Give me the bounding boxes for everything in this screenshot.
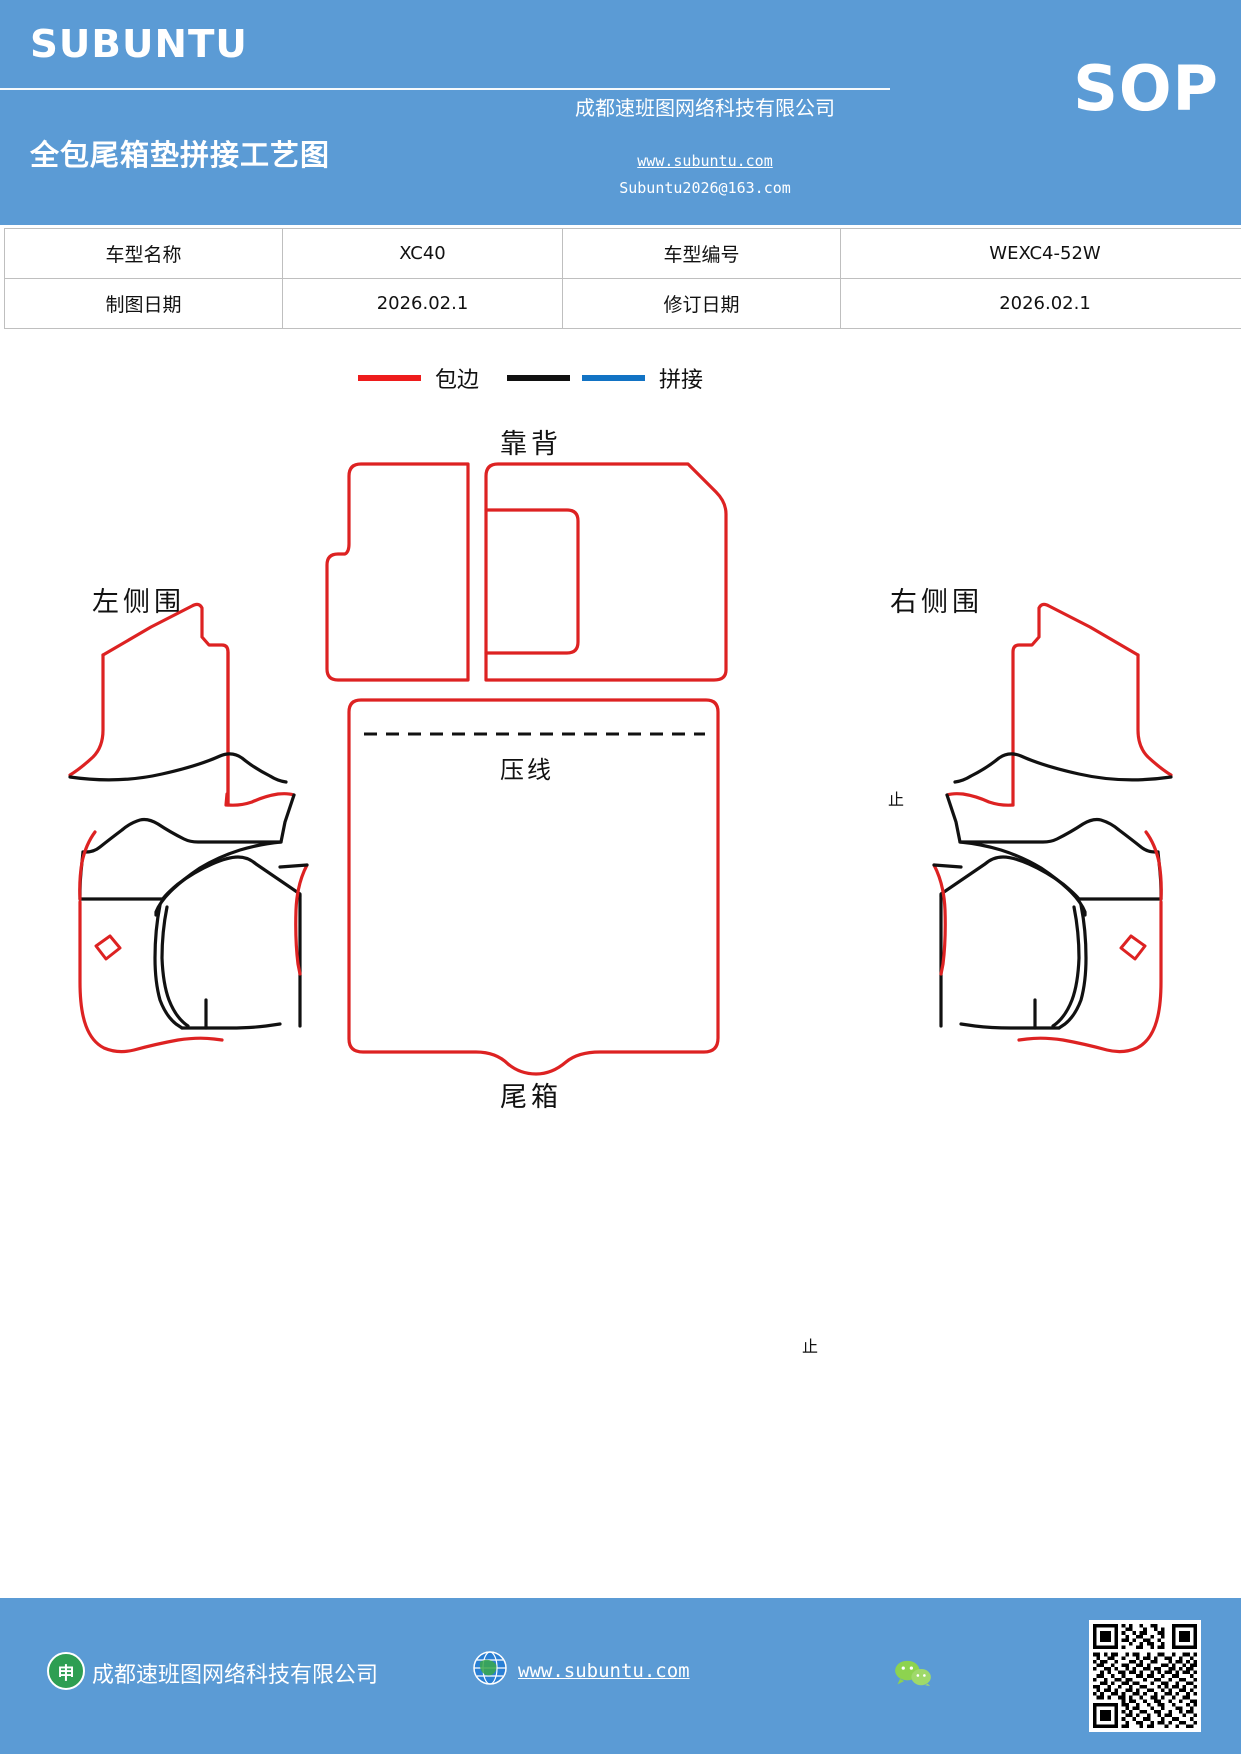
shape-left-side-lower-black: [153, 903, 184, 1030]
shape-left-side-arch-outline: [160, 855, 302, 902]
header-company-name: 成都速班图网络科技有限公司: [575, 96, 835, 120]
shape-left-side-flap: [294, 863, 309, 976]
shape-left-side-seam-1: [68, 752, 288, 784]
shape-right-side-lower-black: [1057, 903, 1088, 1030]
group-right-side-panel: [932, 602, 1173, 1054]
shape-left-side-flap-inner: [278, 863, 309, 869]
table-row: 制图日期 2026.02.1 修订日期 2026.02.1: [4, 278, 1241, 329]
cell-model-code-label: 车型编号: [562, 228, 841, 279]
shape-right-side-binding-left-mid: [1144, 830, 1163, 901]
shape-trunk-mat: [347, 698, 720, 1076]
shape-right-side-lower-inner: [1051, 905, 1081, 1028]
shape-left-side-upper-left-edge: [68, 653, 105, 777]
page-header: SUBUNTU 成都速班图网络科技有限公司 全包尾箱垫拼接工艺图 www.sub…: [0, 0, 1241, 225]
cell-model-code-value: WEXC4-52W: [840, 228, 1241, 279]
app-icon: 申: [47, 1652, 85, 1690]
shape-right-side-upper-left-edge: [1011, 602, 1140, 807]
drawing-svg: 止 止: [68, 462, 1173, 1356]
shape-right-side-binding-seg: [945, 792, 1015, 807]
legend: 包边 拼接: [0, 362, 1241, 402]
shape-right-side-inner-arch: [958, 840, 1087, 917]
legend-swatch-binding-icon: [358, 375, 421, 381]
mark-zheng-lower: 止: [802, 1337, 818, 1356]
mark-zheng-upper: 止: [888, 790, 904, 809]
page-footer: 申 成都速班图网络科技有限公司 www.subuntu.com: [0, 1598, 1241, 1754]
shape-left-side-binding-left-mid: [78, 830, 97, 901]
part-label-right-side: 右侧围: [890, 587, 983, 618]
shape-left-side-lower-inner: [160, 905, 190, 1028]
qr-code-image: [1093, 1624, 1197, 1728]
shape-left-side-lower-binding: [78, 900, 224, 1054]
shape-left-side-inner-arch: [154, 840, 283, 917]
brand-logo: SUBUNTU: [30, 22, 248, 66]
part-label-backrest: 靠背: [500, 429, 562, 460]
legend-label-binding: 包边: [435, 368, 480, 393]
table-row: 车型名称 XC40 车型编号 WEXC4-52W: [4, 228, 1241, 279]
shape-right-side-bottom-edge: [959, 1022, 1061, 1030]
technical-drawing: 靠背 左侧围 右侧围 压线 尾箱: [0, 402, 1241, 1422]
shape-right-side-flap: [932, 863, 947, 976]
shape-right-side-hole: [1119, 934, 1147, 961]
shape-left-side-hole: [94, 934, 122, 961]
shape-left-side-upper: [101, 602, 230, 807]
part-label-left-side: 左侧围: [92, 587, 185, 618]
shape-left-side-binding-seg: [226, 792, 296, 807]
header-divider: [0, 88, 890, 90]
cell-draw-date-value: 2026.02.1: [282, 278, 563, 329]
footer-company-name: 成都速班图网络科技有限公司: [92, 1663, 379, 1688]
part-label-trunk: 尾箱: [500, 1082, 562, 1113]
legend-swatch-seam-icon: [507, 375, 571, 381]
part-label-press-line: 压线: [500, 756, 554, 784]
shape-right-side-upper-edge: [1136, 653, 1173, 777]
shape-right-side-seam-1: [953, 752, 1173, 784]
shape-left-side-band: [81, 793, 296, 854]
right-side-marks: 止 止: [802, 790, 904, 1356]
header-website-link[interactable]: www.subuntu.com: [637, 152, 773, 170]
shape-backrest-right: [484, 462, 728, 682]
sop-badge: SOP: [1073, 52, 1219, 125]
shape-left-side-bottom-edge: [180, 1022, 282, 1030]
cell-draw-date-label: 制图日期: [4, 278, 283, 329]
shape-right-side-lower-binding: [1017, 900, 1163, 1054]
shape-backrest-left: [325, 462, 470, 682]
header-email: Subuntu2026@163.com: [619, 179, 791, 197]
wechat-icon: [895, 1660, 931, 1686]
legend-swatch-splice-icon: [582, 375, 646, 381]
shape-right-side-band: [945, 793, 1160, 854]
legend-label-splice: 拼接: [659, 368, 704, 393]
cell-revise-date-value: 2026.02.1: [840, 278, 1241, 329]
cell-model-name-value: XC40: [282, 228, 563, 279]
page-title: 全包尾箱垫拼接工艺图: [30, 138, 331, 172]
cell-model-name-label: 车型名称: [4, 228, 283, 279]
vehicle-info-table: 车型名称 XC40 车型编号 WEXC4-52W 制图日期 2026.02.1 …: [4, 228, 1241, 329]
shape-backrest-inner-notch: [484, 508, 580, 655]
footer-website-link[interactable]: www.subuntu.com: [518, 1660, 690, 1682]
shape-right-side-flap-inner: [932, 863, 963, 869]
qr-code: [1089, 1620, 1201, 1732]
globe-icon: [473, 1651, 507, 1685]
shape-right-side-arch-outline: [939, 855, 1081, 901]
cell-revise-date-label: 修订日期: [562, 278, 841, 329]
